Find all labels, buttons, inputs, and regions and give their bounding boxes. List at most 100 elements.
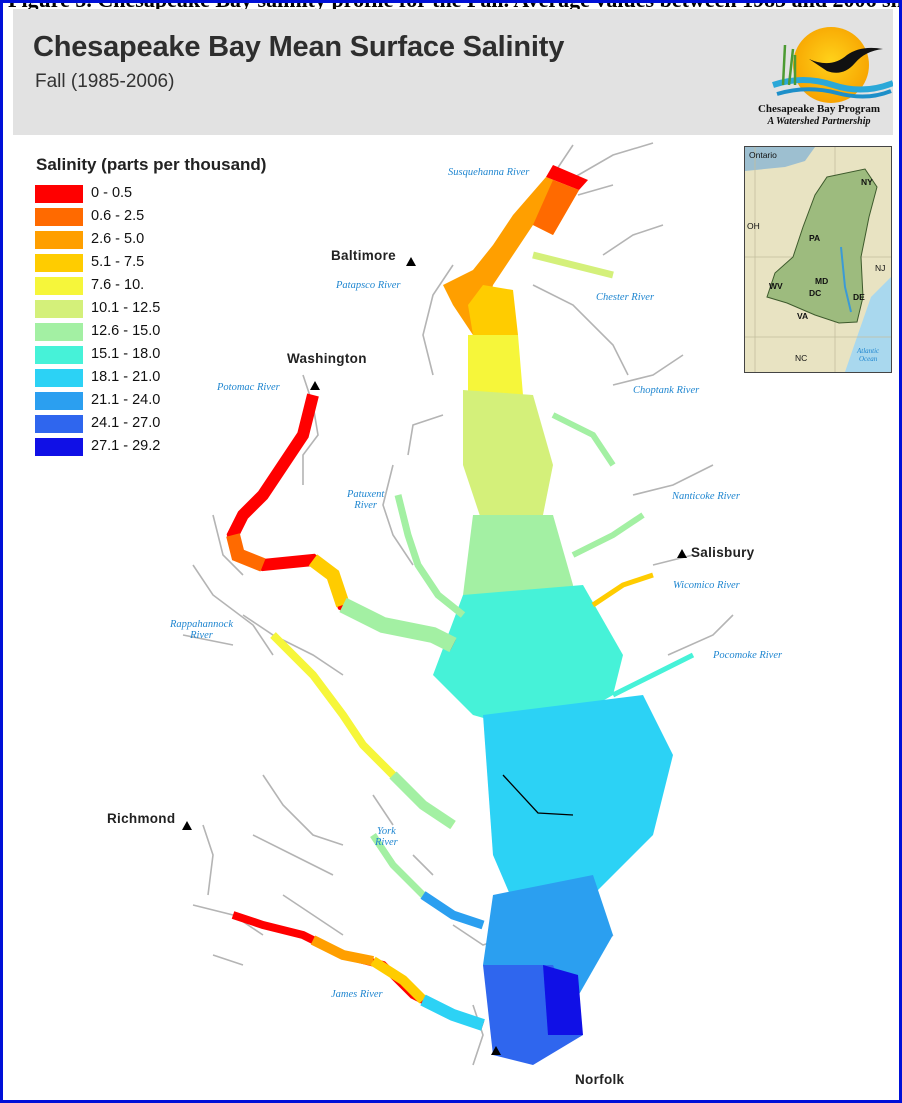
legend-swatch	[35, 346, 83, 364]
legend-item: 18.1 - 21.0	[35, 367, 235, 390]
figure-body: Chesapeake Bay Mean Surface Salinity Fal…	[13, 9, 893, 1097]
map-title: Chesapeake Bay Mean Surface Salinity	[33, 31, 565, 63]
legend-label: 2.6 - 5.0	[91, 231, 145, 247]
inset-ocean-line: Atlantic	[857, 347, 880, 355]
inset-label-va: VA	[797, 311, 809, 321]
legend-item: 24.1 - 27.0	[35, 413, 235, 436]
city-marker-icon	[491, 1046, 501, 1055]
legend: 0 - 0.5 0.6 - 2.5 2.6 - 5.0 5.1 - 7.5 7.…	[35, 183, 235, 459]
legend-swatch	[35, 415, 83, 433]
river-label-susquehanna: Susquehanna River	[448, 167, 530, 178]
inset-label-nj: NJ	[875, 263, 886, 273]
inset-label-de: DE	[853, 292, 865, 302]
legend-swatch	[35, 254, 83, 272]
river-label-line: Rappahannock	[170, 619, 233, 630]
river-label-line: River	[354, 500, 378, 511]
city-marker-icon	[182, 821, 192, 830]
bird-icon	[809, 47, 883, 73]
legend-label: 7.6 - 10.	[91, 277, 145, 293]
legend-label: 15.1 - 18.0	[91, 346, 161, 362]
inset-label-oh: OH	[747, 221, 760, 231]
legend-title: Salinity (parts per thousand)	[36, 155, 267, 174]
legend-label: 0 - 0.5	[91, 185, 133, 201]
river-label-line: Patuxent	[347, 489, 385, 500]
map-subtitle: Fall (1985-2006)	[35, 71, 175, 92]
river-label-pocomoke: Pocomoke River	[713, 650, 783, 661]
city-marker-icon	[310, 381, 320, 390]
inset-label-ontario: Ontario	[749, 150, 777, 160]
legend-swatch	[35, 300, 83, 318]
legend-label: 24.1 - 27.0	[91, 415, 161, 431]
legend-label: 27.1 - 29.2	[91, 438, 161, 454]
legend-swatch	[35, 231, 83, 249]
river-label-line: River	[190, 630, 213, 641]
city-label-washington: Washington	[287, 351, 367, 366]
inset-label-ny: NY	[861, 177, 873, 187]
city-marker-icon	[677, 549, 687, 558]
river-label-james: James River	[331, 989, 383, 1000]
rappahannock-river	[270, 632, 456, 830]
legend-swatch	[35, 208, 83, 226]
inset-label-md: MD	[815, 276, 829, 286]
legend-item: 21.1 - 24.0	[35, 390, 235, 413]
legend-swatch	[35, 185, 83, 203]
salinity-map	[182, 142, 734, 1066]
legend-item: 10.1 - 12.5	[35, 298, 235, 321]
city-marker-icon	[406, 257, 416, 266]
legend-swatch	[35, 392, 83, 410]
norfolk-leader-line	[502, 774, 574, 816]
chesapeake-bay-program-logo	[772, 27, 893, 103]
legend-item: 2.6 - 5.0	[35, 229, 235, 252]
legend-item: 27.1 - 29.2	[35, 436, 235, 459]
legend-item: 5.1 - 7.5	[35, 252, 235, 275]
inset-label-nc: NC	[795, 353, 808, 363]
legend-label: 10.1 - 12.5	[91, 300, 161, 316]
river-label-line: River	[375, 837, 398, 848]
city-label-richmond: Richmond	[107, 811, 176, 826]
eastern-tributaries	[532, 251, 695, 698]
legend-item: 12.6 - 15.0	[35, 321, 235, 344]
inset-ocean-line: Ocean	[858, 355, 878, 363]
inset-label-wv: WV	[769, 281, 783, 291]
river-label-nanticoke: Nanticoke River	[672, 491, 740, 502]
legend-item: 7.6 - 10.	[35, 275, 235, 298]
legend-label: 12.6 - 15.0	[91, 323, 161, 339]
logo-tagline: A Watershed Partnership	[767, 116, 871, 127]
potomac-river	[226, 393, 457, 653]
legend-label: 5.1 - 7.5	[91, 254, 145, 270]
patuxent-river	[394, 494, 466, 618]
bay-water	[433, 165, 673, 1065]
header-band	[13, 9, 893, 135]
river-label-wicomico: Wicomico River	[673, 580, 740, 591]
legend-swatch	[35, 369, 83, 387]
inset-label-dc: DC	[809, 288, 822, 298]
city-label-baltimore: Baltimore	[331, 248, 396, 263]
river-label-choptank: Choptank River	[633, 385, 700, 396]
legend-swatch	[35, 277, 83, 295]
city-label-norfolk: Norfolk	[575, 1072, 625, 1087]
york-river	[370, 833, 485, 930]
legend-item: 0.6 - 2.5	[35, 206, 235, 229]
inset-locator-map: Ontario NY PA OH NJ WV MD DC DE VA NC At…	[744, 146, 892, 373]
james-river	[231, 911, 485, 1031]
legend-label: 18.1 - 21.0	[91, 369, 161, 385]
river-label-potomac: Potomac River	[217, 382, 280, 393]
legend-item: 15.1 - 18.0	[35, 344, 235, 367]
legend-swatch	[35, 438, 83, 456]
inset-label-pa: PA	[809, 233, 821, 243]
river-label-patapsco: Patapsco River	[336, 280, 401, 291]
inset-map-drawing	[745, 147, 891, 372]
city-label-salisbury: Salisbury	[691, 545, 755, 560]
logo-name: Chesapeake Bay Program	[757, 103, 880, 115]
river-label-chester: Chester River	[596, 292, 655, 303]
legend-swatch	[35, 323, 83, 341]
legend-label: 21.1 - 24.0	[91, 392, 161, 408]
legend-item: 0 - 0.5	[35, 183, 235, 206]
legend-label: 0.6 - 2.5	[91, 208, 145, 224]
river-label-line: York	[376, 826, 396, 837]
